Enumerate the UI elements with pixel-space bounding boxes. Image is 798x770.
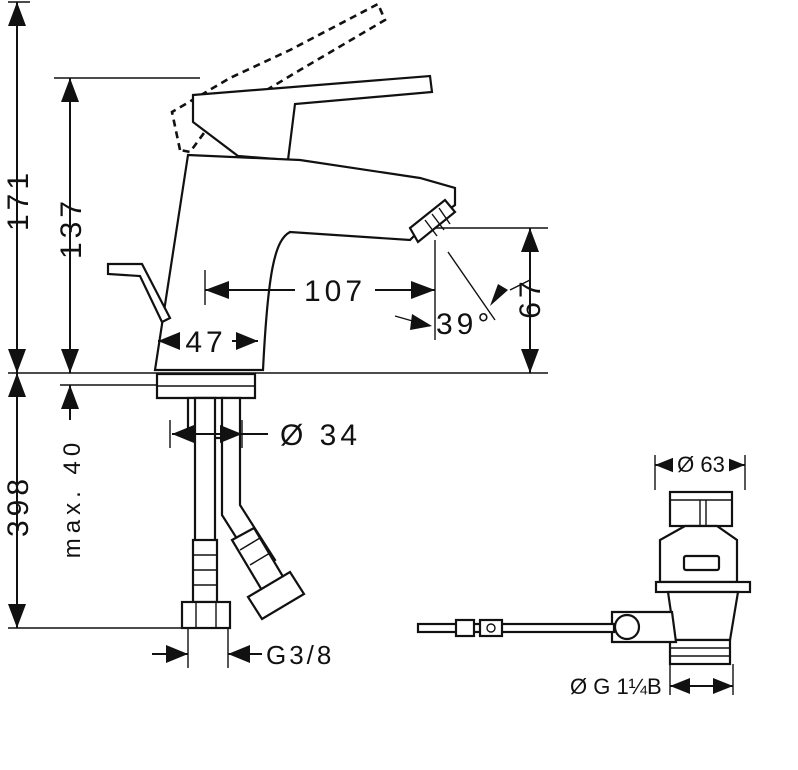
label-supply-thread: G3/8 [266,640,334,670]
dim-spout-reach: 107 [204,240,436,340]
dim-base-width: 47 [158,326,258,359]
label-total-height: 171 [2,169,35,231]
label-base-width: 47 [185,326,226,359]
label-waste-thread: Ø G 1¼B [570,674,662,699]
dim-waste-thread: Ø G 1¼B [570,664,734,699]
label-supply-length: 398 [2,475,35,537]
handle-open-outline [170,2,387,154]
dim-total-height: 171 [2,2,35,373]
dim-spout-height: 137 [55,78,88,373]
label-spout-clearance: 67 [514,277,547,318]
label-waste-diameter: Ø 63 [677,452,725,477]
dim-shank-diameter: Ø 34 [169,419,361,452]
label-spray-angle: 39° [436,308,493,341]
dim-spray-angle: 39° [394,251,531,341]
reference-lines [8,1,548,629]
label-shank-diameter: Ø 34 [280,419,361,452]
label-max-worktop: max. 40 [59,438,86,558]
dim-waste-diameter: Ø 63 [654,452,746,490]
dim-supply-thread: G3/8 [152,628,334,670]
label-spout-reach: 107 [304,275,366,308]
faucet-body [106,74,457,630]
label-spout-height: 137 [55,197,88,259]
waste-valve [416,490,752,666]
dim-max-worktop: max. 40 [59,385,86,558]
dim-supply-length: 398 [2,373,35,628]
dim-spout-clearance: 67 [514,228,547,373]
